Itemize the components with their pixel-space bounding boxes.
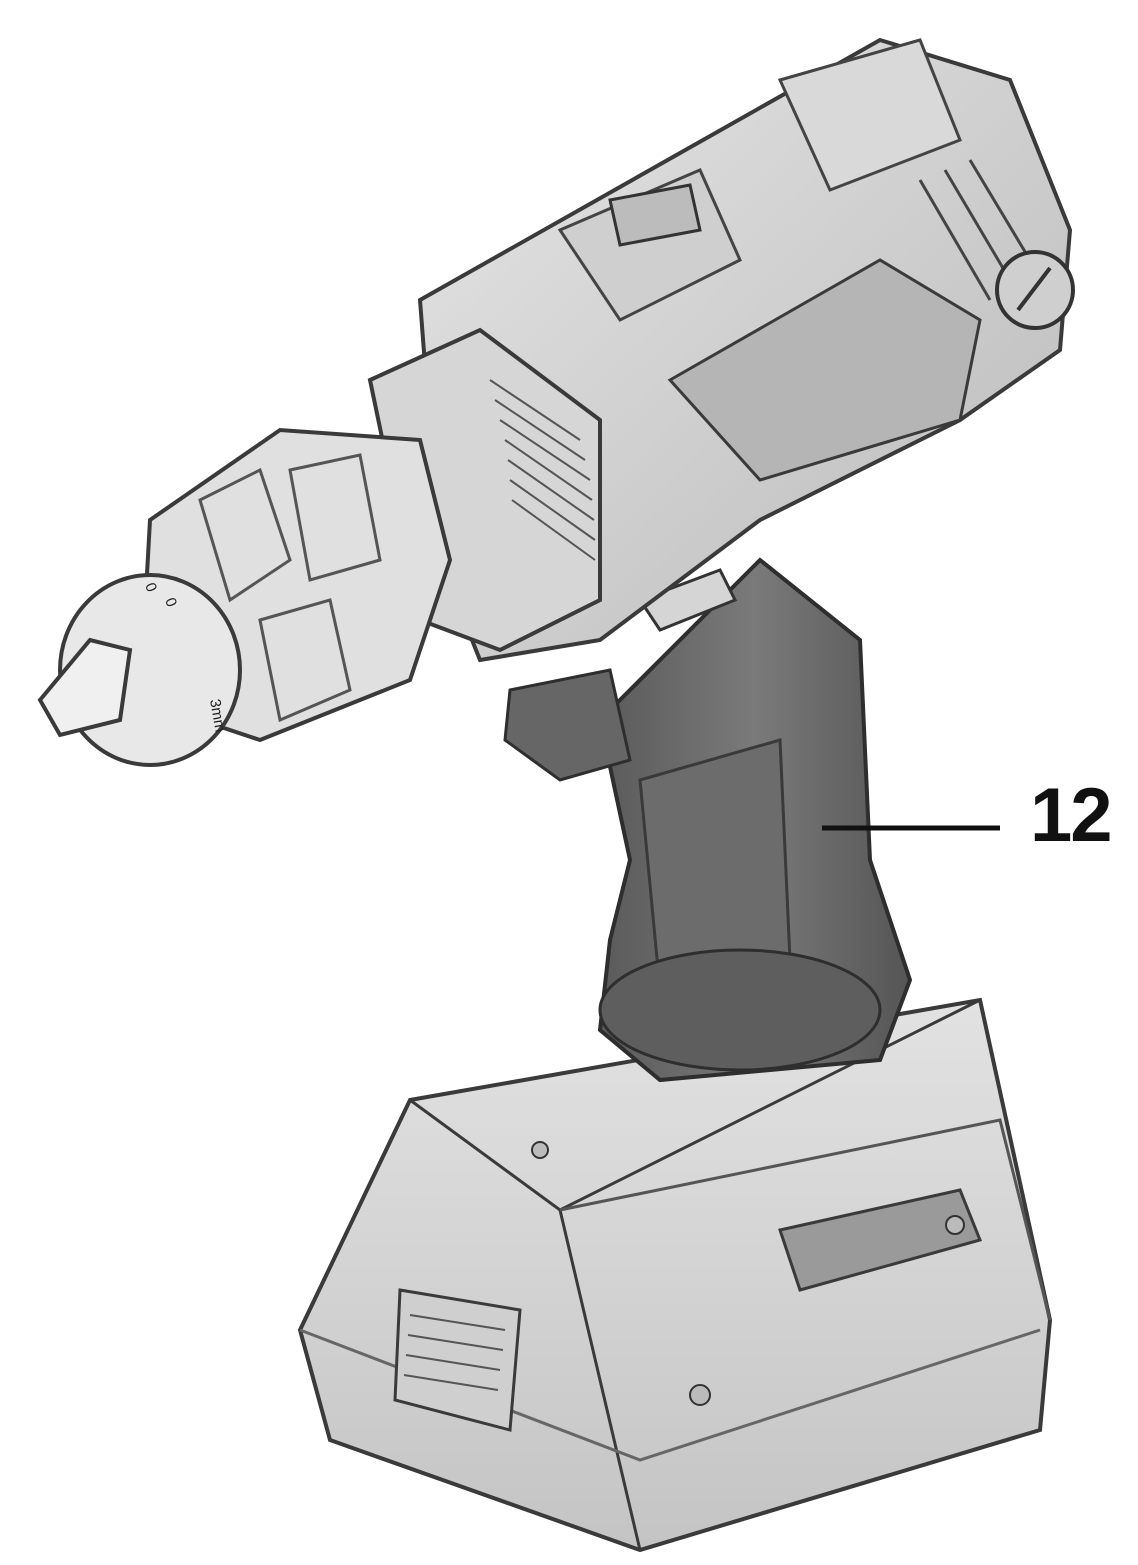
chuck: 0 0 3mm [37, 427, 453, 767]
svg-text:3mm: 3mm [206, 698, 229, 734]
handle-grip [597, 557, 913, 1083]
trigger [503, 568, 738, 782]
battery-base [297, 997, 1053, 1553]
chuck-markings: 0 0 3mm [141, 581, 228, 734]
callout-12-label: 12 [1030, 773, 1113, 858]
